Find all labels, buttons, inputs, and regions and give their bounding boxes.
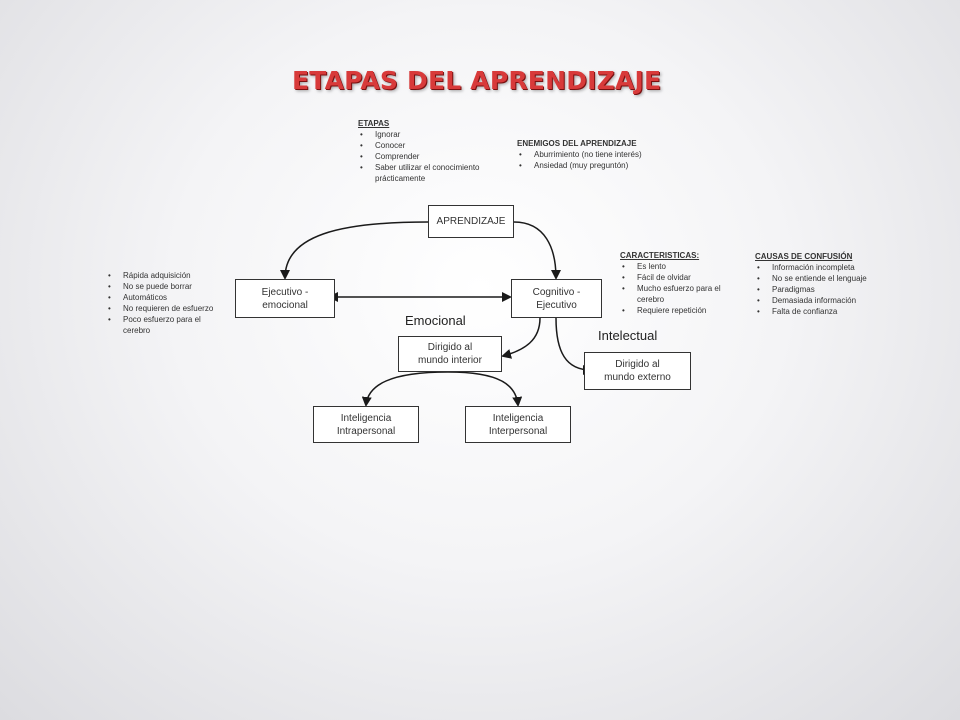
note-caracteristicas-item: Es lento xyxy=(620,261,740,272)
edge-label-intelectual: Intelectual xyxy=(598,328,658,343)
node-mundo-externo: Dirigido al mundo externo xyxy=(584,352,691,390)
note-emocional-item: Poco esfuerzo para el cerebro xyxy=(106,314,224,336)
arrow-cognitivo-to-mundo-interior xyxy=(501,317,541,359)
note-enemigos-item: Aburrimiento (no tiene interés) xyxy=(517,149,687,160)
note-etapas-item: Ignorar xyxy=(358,129,508,140)
note-caracteristicas-heading: CARACTERISTICAS: xyxy=(620,251,700,260)
note-caracteristicas-item: Fácil de olvidar xyxy=(620,272,740,283)
note-causas-item: Falta de confianza xyxy=(755,306,895,317)
arrow-interior-to-interpersonal xyxy=(447,371,523,407)
note-causas-item: No se entiende el lenguaje xyxy=(755,273,895,284)
note-enemigos: ENEMIGOS DEL APRENDIZAJE Aburrimiento (n… xyxy=(517,138,687,171)
note-etapas-item: Saber utilizar el conocimiento prácticam… xyxy=(358,162,508,184)
note-causas-heading: CAUSAS DE CONFUSIÓN xyxy=(755,252,853,261)
note-emocional-item: No se puede borrar xyxy=(106,281,224,292)
note-causas-item: Información incompleta xyxy=(755,262,895,273)
node-cognitivo-ejecutivo: Cognitivo - Ejecutivo xyxy=(511,279,602,318)
note-enemigos-heading: ENEMIGOS DEL APRENDIZAJE xyxy=(517,139,637,148)
page-title: ETAPAS DEL APRENDIZAJE xyxy=(292,66,662,95)
node-inteligencia-interpersonal: Inteligencia Interpersonal xyxy=(465,406,571,443)
note-emocional-item: Rápida adquisición xyxy=(106,270,224,281)
note-emocional-item: Automáticos xyxy=(106,292,224,303)
note-enemigos-item: Ansiedad (muy preguntón) xyxy=(517,160,687,171)
note-etapas-item: Conocer xyxy=(358,140,508,151)
note-etapas-heading: ETAPAS xyxy=(358,119,390,128)
node-aprendizaje: APRENDIZAJE xyxy=(428,205,514,238)
note-etapas: ETAPAS Ignorar Conocer Comprender Saber … xyxy=(358,118,508,184)
note-emocional-item: No requieren de esfuerzo xyxy=(106,303,224,314)
note-caracteristicas: CARACTERISTICAS: Es lento Fácil de olvid… xyxy=(620,250,740,316)
edge-label-emocional: Emocional xyxy=(405,313,466,328)
note-etapas-item: Comprender xyxy=(358,151,508,162)
note-emocional-items: Rápida adquisición No se puede borrar Au… xyxy=(106,270,224,336)
note-causas-item: Paradigmas xyxy=(755,284,895,295)
node-inteligencia-intrapersonal: Inteligencia Intrapersonal xyxy=(313,406,419,443)
note-caracteristicas-item: Mucho esfuerzo para el cerebro xyxy=(620,283,740,305)
arrow-aprendizaje-to-ejecutivo xyxy=(280,221,429,280)
note-causas: CAUSAS DE CONFUSIÓN Información incomple… xyxy=(755,251,895,317)
node-mundo-interior: Dirigido al mundo interior xyxy=(398,336,502,372)
arrow-aprendizaje-to-cognitivo xyxy=(513,221,561,280)
note-caracteristicas-item: Requiere repetición xyxy=(620,305,740,316)
arrow-interior-to-intrapersonal xyxy=(361,371,449,407)
note-causas-item: Demasiada información xyxy=(755,295,895,306)
node-ejecutivo-emocional: Ejecutivo - emocional xyxy=(235,279,335,318)
